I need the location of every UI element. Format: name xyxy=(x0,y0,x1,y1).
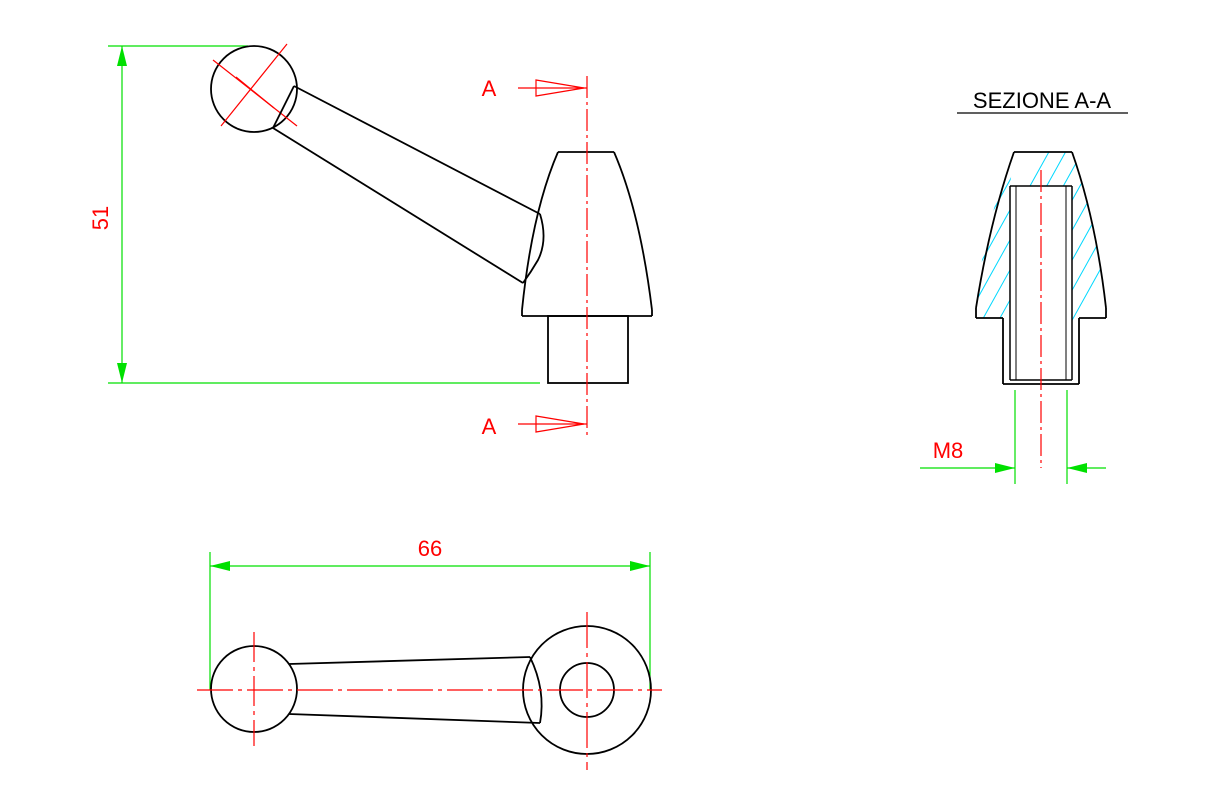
section-mark-bottom: A xyxy=(482,414,497,439)
ball-centerline xyxy=(212,43,298,127)
lever-arm xyxy=(272,85,545,284)
dim-thread-label: M8 xyxy=(933,438,964,463)
top-centerlines xyxy=(197,612,662,770)
section-view: SEZIONE A-A xyxy=(920,88,1128,484)
dimension-m8 xyxy=(920,390,1106,484)
section-arrow-top xyxy=(518,79,587,97)
top-view: 66 xyxy=(197,536,662,770)
dimension-51 xyxy=(108,45,540,384)
dim-width-label: 66 xyxy=(418,536,442,561)
ball-knob xyxy=(210,45,298,133)
dim-height-label: 51 xyxy=(88,206,113,230)
section-title: SEZIONE A-A xyxy=(973,88,1111,113)
front-view: 51 xyxy=(88,43,653,439)
dimension-66 xyxy=(209,552,651,690)
section-arrow-bottom xyxy=(518,415,587,433)
section-mark-top: A xyxy=(482,76,497,101)
